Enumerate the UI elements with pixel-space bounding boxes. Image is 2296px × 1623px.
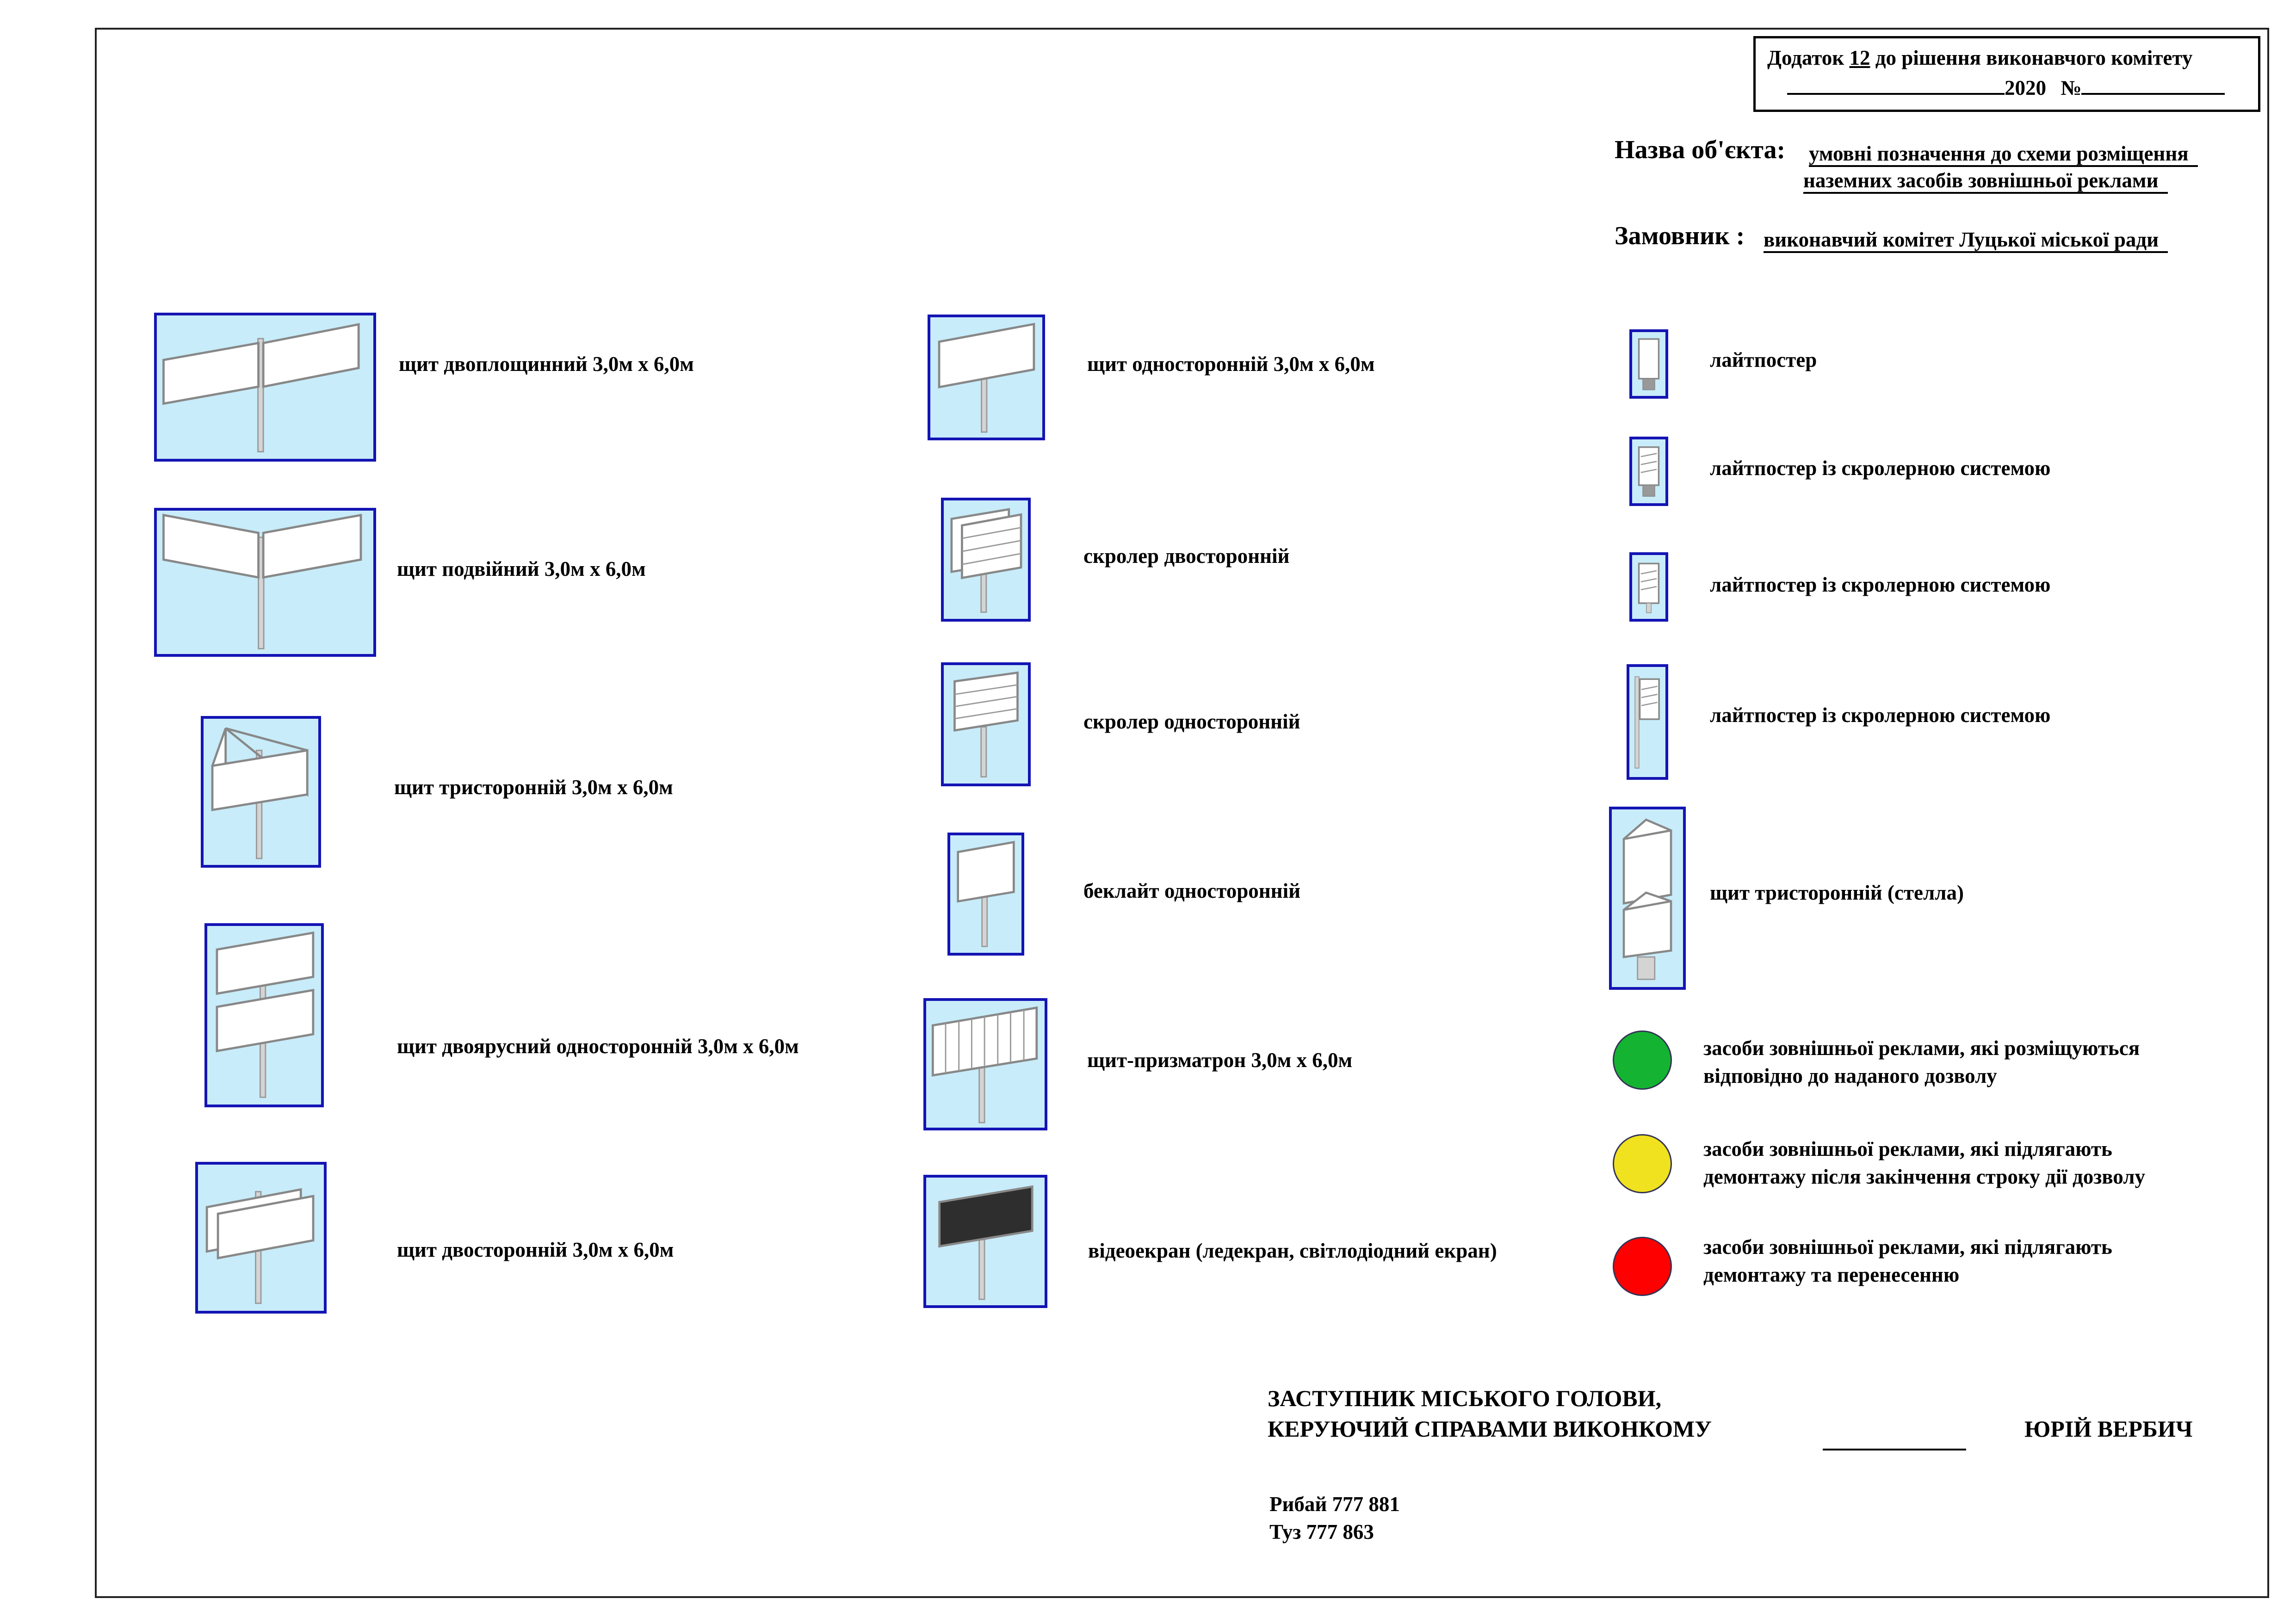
stamp-prefix: Додаток (1767, 46, 1844, 69)
legend-label: беклайт односторонній (1083, 879, 1301, 902)
stella-triangular-icon (1609, 807, 1686, 990)
legend-label: щит двоплощинний 3,0м х 6,0м (399, 352, 694, 376)
status-label-line2: демонтажу після закінчення строку дії до… (1703, 1165, 2145, 1188)
stamp-line-1: Додаток 12 до рішення виконавчого коміте… (1767, 46, 2192, 70)
billboard-double-icon (154, 508, 376, 657)
red-status-dot (1613, 1237, 1672, 1296)
lightposter-icon (1629, 329, 1668, 399)
status-label-line1: засоби зовнішньої реклами, які розміщуют… (1703, 1037, 2140, 1060)
contact-line: Туз 777 863 (1269, 1520, 1374, 1543)
video-screen-icon (923, 1175, 1047, 1308)
backlight-icon (947, 833, 1024, 956)
stamp-number-blank (2081, 74, 2225, 95)
legend-label: лайтпостер із скролерною системою (1710, 704, 2051, 727)
stamp-no-sign: № (2061, 76, 2082, 99)
billboard-two-tier-icon (204, 923, 324, 1107)
object-label: Назва об'єкта: (1615, 136, 1786, 164)
signature-line (1823, 1449, 1966, 1450)
legend-label: щит подвійний 3,0м х 6,0м (397, 557, 646, 580)
object-value-line1: умовні позначення до схеми розміщення (1809, 142, 2198, 167)
object-value-line2: наземних засобів зовнішньої реклами (1803, 168, 2168, 194)
legend-label: лайтпостер (1710, 348, 1817, 371)
legend-label: лайтпостер із скролерною системою (1710, 573, 2051, 596)
object-line2-text: наземних засобів зовнішньої реклами (1803, 169, 2168, 194)
legend-label: відеоекран (ледекран, світлодіодний екра… (1088, 1239, 1497, 1262)
prismatron-icon (923, 998, 1047, 1130)
stamp-number: 12 (1849, 46, 1870, 69)
green-status-dot (1613, 1031, 1672, 1090)
stamp-line-2: 2020 № (1787, 74, 2225, 100)
legend-label: щит односторонній 3,0м х 6,0м (1087, 352, 1375, 376)
yellow-status-dot (1613, 1134, 1672, 1193)
legend-label: скролер двосторонній (1083, 544, 1290, 568)
billboard-v-shaped-icon (154, 313, 376, 462)
scroller-single-sided-icon (941, 662, 1031, 786)
stamp-year: 2020 (2005, 76, 2046, 99)
contact-line: Рибай 777 881 (1269, 1493, 1400, 1516)
appendix-stamp: Додаток 12 до рішення виконавчого коміте… (1753, 36, 2260, 112)
legend-label: скролер односторонній (1083, 710, 1300, 733)
legend-label: щит тристоронній (стелла) (1710, 881, 1964, 904)
customer-value-text: виконавчий комітет Луцької міської ради (1764, 228, 2168, 253)
status-label-line2: демонтажу та перенесенню (1703, 1263, 1960, 1286)
signatory-position-line1: ЗАСТУПНИК МІСЬКОГО ГОЛОВИ, (1268, 1385, 1662, 1411)
legend-label: щит двосторонній 3,0м х 6,0м (397, 1238, 674, 1261)
status-label-line1: засоби зовнішньої реклами, які підлягают… (1703, 1137, 2112, 1160)
lightposter-scroller-pole-icon (1627, 664, 1668, 780)
billboard-single-sided-icon (928, 315, 1045, 440)
billboard-double-sided-icon (195, 1162, 327, 1314)
stamp-suffix: до рішення виконавчого комітету (1875, 46, 2193, 69)
legend-label: щит-призматрон 3,0м х 6,0м (1087, 1049, 1353, 1072)
object-line1-text: умовні позначення до схеми розміщення (1809, 142, 2198, 167)
lightposter-scroller-icon (1629, 437, 1668, 506)
status-label-line1: засоби зовнішньої реклами, які підлягают… (1703, 1235, 2112, 1259)
lightposter-scroller-icon (1629, 552, 1668, 622)
scroller-double-sided-icon (941, 498, 1031, 622)
stamp-date-blank (1787, 74, 2005, 95)
customer-label: Замовник : (1615, 222, 1745, 250)
page-frame (95, 28, 2269, 1598)
signatory-position-line2: КЕРУЮЧИЙ СПРАВАМИ ВИКОНКОМУ (1268, 1416, 1712, 1442)
customer-value: виконавчий комітет Луцької міської ради (1764, 228, 2168, 253)
status-label-line2: відповідно до наданого дозволу (1703, 1064, 1997, 1087)
billboard-triangular-icon (201, 716, 321, 868)
legend-label: щит двоярусний односторонній 3,0м х 6,0м (397, 1035, 799, 1058)
signatory-name: ЮРІЙ ВЕРБИЧ (2024, 1416, 2193, 1442)
legend-label: щит тристоронній 3,0м х 6,0м (394, 776, 673, 799)
legend-label: лайтпостер із скролерною системою (1710, 457, 2051, 480)
